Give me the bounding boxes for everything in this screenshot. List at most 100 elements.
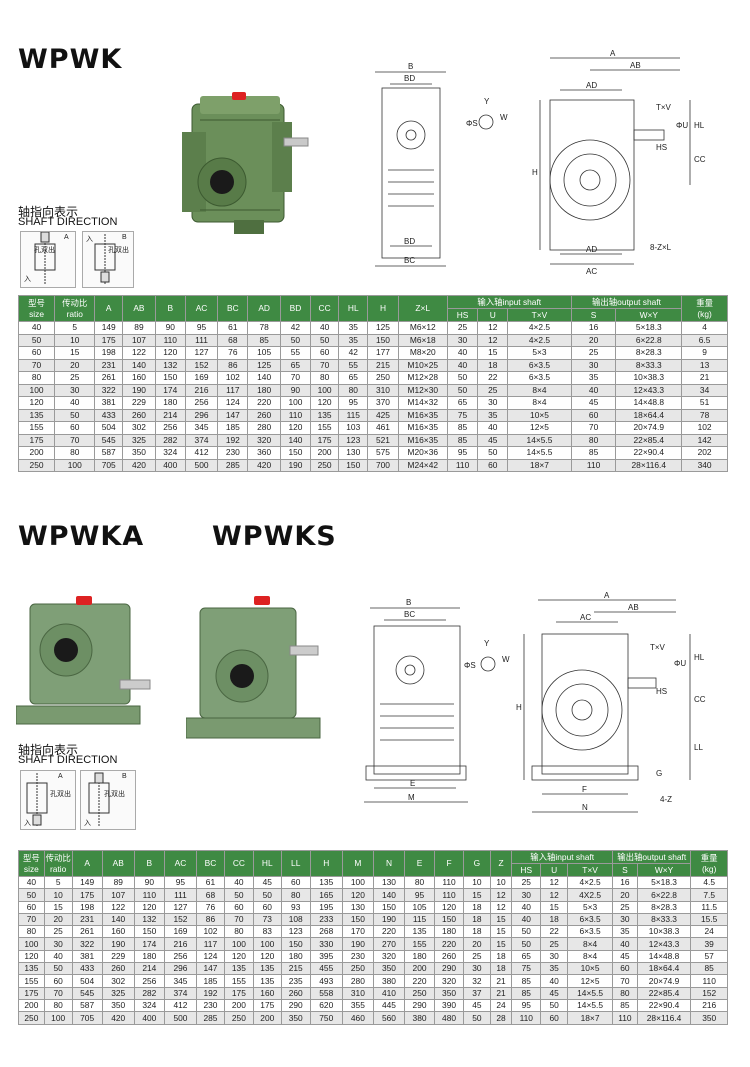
table-cell: 230	[341, 949, 374, 964]
table-cell: 110	[511, 1011, 542, 1025]
table-cell: 100	[54, 458, 96, 472]
dim-label: AC	[586, 267, 597, 276]
column-header: CC	[223, 850, 254, 877]
table-cell: 20×74.9	[636, 974, 692, 988]
table-cell: 35	[540, 962, 569, 976]
table-cell: 28×116.4	[615, 458, 683, 472]
table-cell: 330	[309, 937, 343, 951]
table-cell: 16	[570, 321, 617, 335]
column-header: 重量(kg)	[681, 295, 728, 322]
table-cell: 22	[540, 925, 569, 939]
table-cell: 8×4	[507, 383, 572, 397]
table-cell: 85	[511, 986, 542, 1000]
table-cell: 60	[43, 974, 73, 988]
table-cell: 140	[101, 912, 135, 927]
table-cell: 32	[463, 974, 491, 988]
table-cell: 140	[280, 433, 311, 447]
column-header: AC	[163, 850, 198, 877]
column-header-sublabel: size	[29, 308, 44, 319]
table-cell: 620	[309, 998, 343, 1013]
table-cell: 70	[280, 371, 311, 385]
table-cell: 160	[252, 986, 282, 1000]
table-cell: 412	[184, 446, 219, 460]
table-cell: 174	[133, 937, 165, 951]
table-cell: 35	[338, 333, 369, 347]
table-cell: 20×74.9	[615, 421, 683, 435]
table-cell: 37	[463, 986, 491, 1000]
table-cell: 135	[252, 974, 282, 988]
table-cell: 115	[338, 408, 369, 422]
table-cell: M16×35	[397, 421, 448, 435]
table-cell: 90	[133, 875, 165, 890]
shaft-direction-cn: 轴指向表示	[18, 205, 79, 219]
shaft-dir-label: 孔双出	[108, 247, 129, 254]
column-header-label: G	[473, 858, 481, 868]
dim-label: AD	[586, 245, 597, 254]
table-cell: 12	[489, 888, 513, 902]
column-header: H	[309, 850, 343, 877]
table-cell: 110	[570, 458, 617, 472]
table-cell: 28	[489, 1011, 513, 1025]
column-header-label: AC	[195, 303, 208, 313]
table-cell: 290	[280, 998, 311, 1013]
table-cell: 95	[184, 321, 219, 335]
table-cell: 108	[280, 912, 311, 927]
table-cell: 110	[154, 333, 186, 347]
table-cell: 150	[372, 900, 406, 914]
table-cell: 45	[540, 986, 569, 1000]
table-cell: 61	[217, 321, 249, 335]
table-cell: 14×5.5	[567, 998, 614, 1013]
table-cell: 14×48.8	[636, 949, 692, 964]
table-cell: 40	[511, 900, 542, 914]
table-cell: 105	[247, 346, 282, 360]
table-cell: 132	[154, 358, 186, 372]
table-cell: 50	[54, 408, 96, 422]
table-cell: 260	[247, 408, 282, 422]
table-cell: 120	[252, 949, 282, 964]
table-cell: 76	[217, 346, 249, 360]
table-cell: 85	[690, 962, 728, 976]
table-cell: 5×3	[507, 346, 572, 360]
table-cell: 5	[43, 875, 73, 890]
table-cell: 30	[540, 949, 569, 964]
table-cell: 216	[690, 998, 728, 1013]
table-cell: 117	[217, 383, 249, 397]
table-cell: 100	[43, 1011, 73, 1025]
table-cell: 460	[341, 1011, 374, 1025]
table-cell: 374	[184, 433, 219, 447]
table-cell: 140	[122, 358, 156, 372]
table-cell: 20	[463, 937, 491, 951]
table-cell: 250	[404, 986, 436, 1000]
table-cell: 198	[71, 900, 103, 914]
table-cell: 345	[184, 421, 219, 435]
table-cell: 70	[54, 433, 96, 447]
table-cell: 30	[511, 888, 542, 902]
table-cell: 70	[570, 421, 617, 435]
table-cell: M14×32	[397, 396, 448, 410]
table-cell: 493	[309, 974, 343, 988]
table-cell: 120	[223, 949, 254, 964]
table-cell: 360	[247, 446, 282, 460]
table-cell: 282	[154, 433, 186, 447]
table-cell: 13	[681, 358, 728, 372]
table-cell: 521	[367, 433, 399, 447]
table-cell: 95	[163, 875, 198, 890]
column-subheader: U	[540, 863, 569, 877]
shaft-direction-diagram-b	[80, 770, 136, 830]
table-cell: 180	[434, 925, 465, 939]
table-cell: 324	[133, 998, 165, 1013]
table-cell: 18	[489, 949, 513, 964]
column-header-label: 传动比	[62, 297, 88, 308]
table-cell: 149	[94, 321, 123, 335]
table-cell: 18	[463, 925, 491, 939]
table-cell: 60	[570, 408, 617, 422]
table-cell: 250	[18, 1011, 45, 1025]
table-cell: 5×3	[567, 900, 614, 914]
table-cell: 180	[133, 949, 165, 964]
table-cell: 50	[446, 383, 479, 397]
column-header: Z×L	[397, 295, 448, 322]
